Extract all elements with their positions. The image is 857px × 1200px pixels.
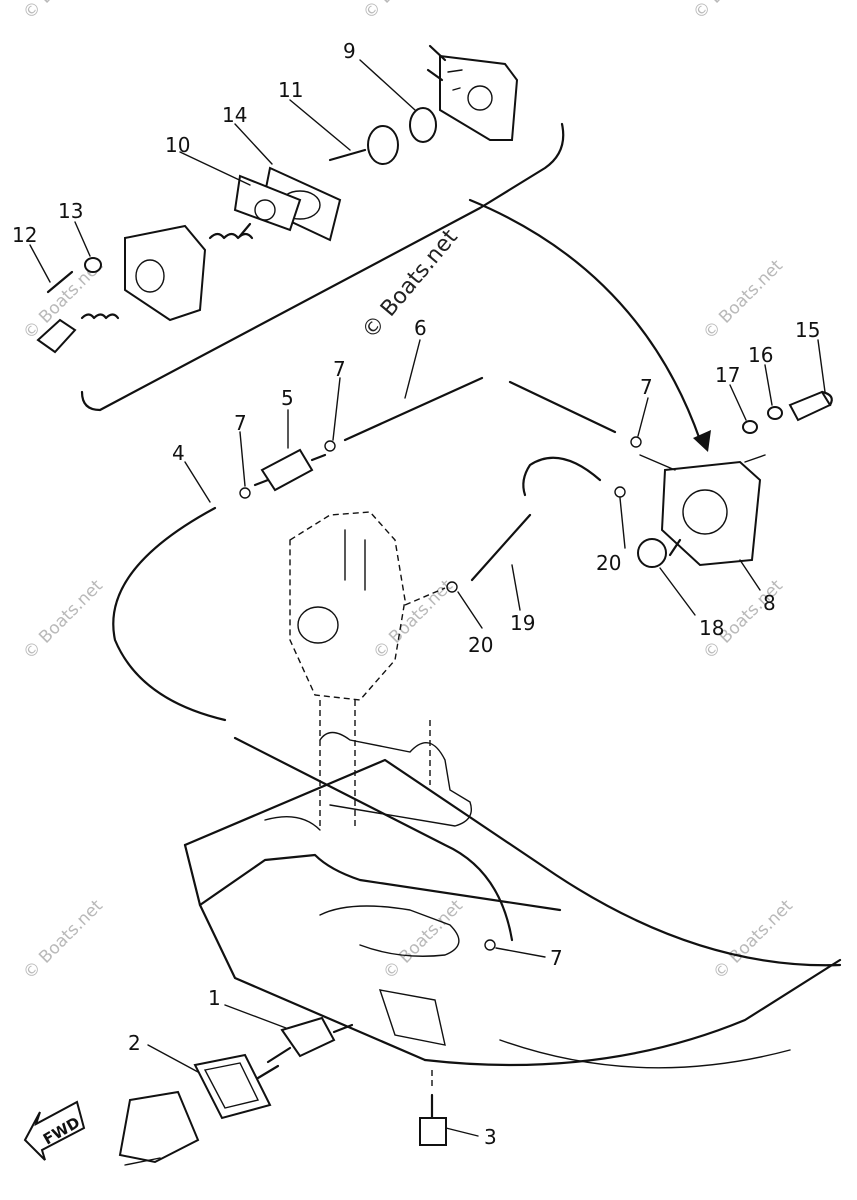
o-ring-18 <box>637 538 667 568</box>
drain-screw-3 <box>419 1093 447 1146</box>
fuel-hose-4 <box>112 506 227 722</box>
valve-11 <box>367 125 399 165</box>
callout-3: 3 <box>484 1125 497 1149</box>
screw-11 <box>328 148 367 162</box>
clip-7 <box>484 939 496 951</box>
leader-lines <box>29 59 826 1137</box>
washer-16 <box>767 406 783 420</box>
grommet <box>118 1090 200 1164</box>
fuel-hose-19 <box>470 513 532 582</box>
fuel-hose-4-lower <box>233 736 514 942</box>
diaphragm-assy-10 <box>233 174 302 238</box>
bracket <box>319 731 473 827</box>
callout-20: 20 <box>468 633 493 657</box>
callout-17: 17 <box>715 363 740 387</box>
fuel-hose-6-right <box>508 380 617 434</box>
pump-cover-9-part <box>426 44 519 141</box>
bolt-12 <box>46 270 74 294</box>
watermark: © Boats.net <box>709 896 797 984</box>
callout-8: 8 <box>763 591 776 615</box>
callout-11: 11 <box>278 78 303 102</box>
clip-20 <box>614 486 626 498</box>
callout-7: 7 <box>333 357 346 381</box>
callout-19: 19 <box>510 611 535 635</box>
callout-12: 12 <box>12 223 37 247</box>
pump-body-part <box>124 224 207 322</box>
clip-7 <box>630 436 642 448</box>
callout-20: 20 <box>596 551 621 575</box>
detail-arrow-head <box>693 430 711 452</box>
watermark: © Boats.net <box>689 0 777 24</box>
clip-7 <box>324 440 336 452</box>
fuel-hose-6 <box>343 376 484 442</box>
diaphragm-9 <box>409 107 437 143</box>
callout-15: 15 <box>795 318 820 342</box>
clip-20 <box>446 581 458 593</box>
callout-14: 14 <box>222 103 247 127</box>
watermark: © Boats.net <box>379 896 467 984</box>
callout-1: 1 <box>208 986 221 1010</box>
washer-17 <box>742 420 758 434</box>
carburetor <box>289 511 446 830</box>
watermark: © Boats.net <box>19 896 107 984</box>
check-valve <box>36 318 77 354</box>
spring-top <box>208 232 254 240</box>
callout-5: 5 <box>281 386 294 410</box>
callout-7: 7 <box>550 946 563 970</box>
washer-13 <box>84 257 102 273</box>
seal-2 <box>193 1053 272 1120</box>
spring-bottom <box>80 313 120 320</box>
callout-16: 16 <box>748 343 773 367</box>
watermark: © Boats.net <box>359 0 447 24</box>
callout-9: 9 <box>343 39 356 63</box>
watermark-center: © Boats.net <box>357 225 463 344</box>
detail-arrow <box>468 198 702 442</box>
clip-7 <box>239 487 251 499</box>
watermark: © Boats.net <box>19 576 107 664</box>
fuel-pump-8 <box>639 454 766 567</box>
fuel-joint-1 <box>256 1016 354 1080</box>
callout-13: 13 <box>58 199 83 223</box>
watermark: © Boats.net <box>699 256 787 344</box>
callout-10: 10 <box>165 133 190 157</box>
callout-6: 6 <box>414 316 427 340</box>
callouts: 9 11 14 10 13 12 6 15 16 17 7 5 7 7 4 20… <box>12 39 820 1149</box>
watermark: © Boats.net <box>19 0 107 24</box>
callout-18: 18 <box>699 616 724 640</box>
grommet-spout <box>124 1157 161 1166</box>
bolt-15 <box>788 390 833 422</box>
callout-7: 7 <box>234 411 247 435</box>
fuel-filter-5 <box>253 448 327 492</box>
callout-4: 4 <box>172 441 185 465</box>
lower-cowling <box>183 758 842 1090</box>
detail-border <box>80 122 565 412</box>
callout-7: 7 <box>640 375 653 399</box>
fuel-hose-upper-loop <box>522 456 602 497</box>
callout-2: 2 <box>128 1031 141 1055</box>
fwd-arrow-icon: FWD <box>23 1100 86 1161</box>
